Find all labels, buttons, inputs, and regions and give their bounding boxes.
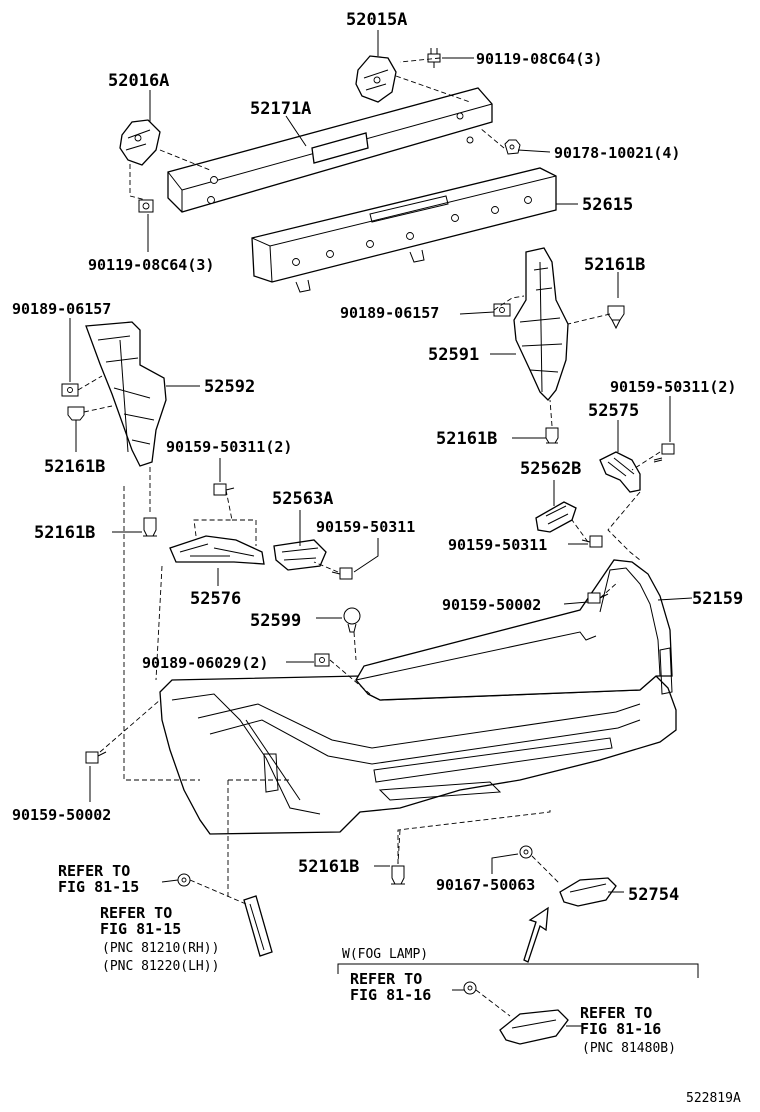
bracket-52016A [119,119,161,166]
label-90119-left: 90119-08C64(3) [88,256,214,274]
assembly-lines [77,57,661,1017]
label-90119-top: 90119-08C64(3) [476,50,602,68]
label-52592: 52592 [204,377,255,397]
label-90189-06029: 90189-06029(2) [142,654,268,672]
label-52754: 52754 [628,885,679,905]
label-90159-50002-left: 90159-50002 [12,806,111,824]
retainer-52591 [513,247,569,401]
fog-lamp-part [499,1009,569,1045]
refer-to-label-4: REFER TO [580,1004,652,1022]
bracket-52562B [535,501,577,533]
label-52161B-lower-left: 52161B [34,523,95,543]
refer-to-label-2: REFER TO [100,904,172,922]
pnc-label-lh: (PNC 81220(LH)) [102,959,219,974]
refer-fig-label-1: FIG 81-15 [58,878,139,896]
label-52161B-top-right: 52161B [584,255,645,275]
label-90189-right: 90189-06157 [340,304,439,322]
refer-fig-label-2: FIG 81-15 [100,920,181,938]
label-52575: 52575 [588,401,639,421]
label-52576: 52576 [190,589,241,609]
refer-fig-label-3: FIG 81-16 [350,986,431,1004]
retainer-52592 [85,321,167,467]
fog-lamp-label: W(FOG LAMP) [342,947,428,962]
label-52171A: 52171A [250,99,311,119]
label-90159-50311-left: 90159-50311(2) [166,438,292,456]
direction-arrow-icon [523,906,549,963]
pnc-label-fog: (PNC 81480B) [582,1041,676,1056]
label-52016A: 52016A [108,71,169,91]
pnc-label-rh: (PNC 81210(RH)) [102,941,219,956]
side-reflector-part [243,895,273,957]
label-52161B-left: 52161B [44,457,105,477]
label-52161B-right: 52161B [436,429,497,449]
label-52591: 52591 [428,345,479,365]
bracket-52563A [273,539,327,571]
bracket-52575 [599,451,641,493]
label-90159-50311-lower: 90159-50311 [448,536,547,554]
label-90159-50311-mid: 90159-50311 [316,518,415,536]
fog-lamp-group-bracket [337,963,699,978]
label-52159: 52159 [692,589,743,609]
label-52562B: 52562B [520,459,581,479]
callout-labels: 52015A 90119-08C64(3) 52016A 52171A 9017… [12,10,743,1106]
label-52161B-bottom: 52161B [298,857,359,877]
label-90167: 90167-50063 [436,876,535,894]
bumper-absorber-52615 [251,167,557,293]
diagram-code: 522819A [686,1091,741,1106]
label-90159-50311-right: 90159-50311(2) [610,378,736,396]
bracket-52015A [355,55,397,103]
label-90189-left: 90189-06157 [12,300,111,318]
refer-to-label-3: REFER TO [350,970,422,988]
label-90178: 90178-10021(4) [554,144,680,162]
leader-lines [69,30,693,1027]
label-52015A: 52015A [346,10,407,30]
label-52563A: 52563A [272,489,333,509]
label-90159-50002-right: 90159-50002 [442,596,541,614]
refer-to-label-1: REFER TO [58,862,130,880]
label-52615: 52615 [582,195,633,215]
fasteners [61,48,675,995]
bumper-reinforcement-52171A [167,87,493,213]
bracket-52576 [169,535,265,565]
cover-52754 [559,877,617,907]
label-52599: 52599 [250,611,301,631]
refer-fig-label-4: FIG 81-16 [580,1020,661,1038]
